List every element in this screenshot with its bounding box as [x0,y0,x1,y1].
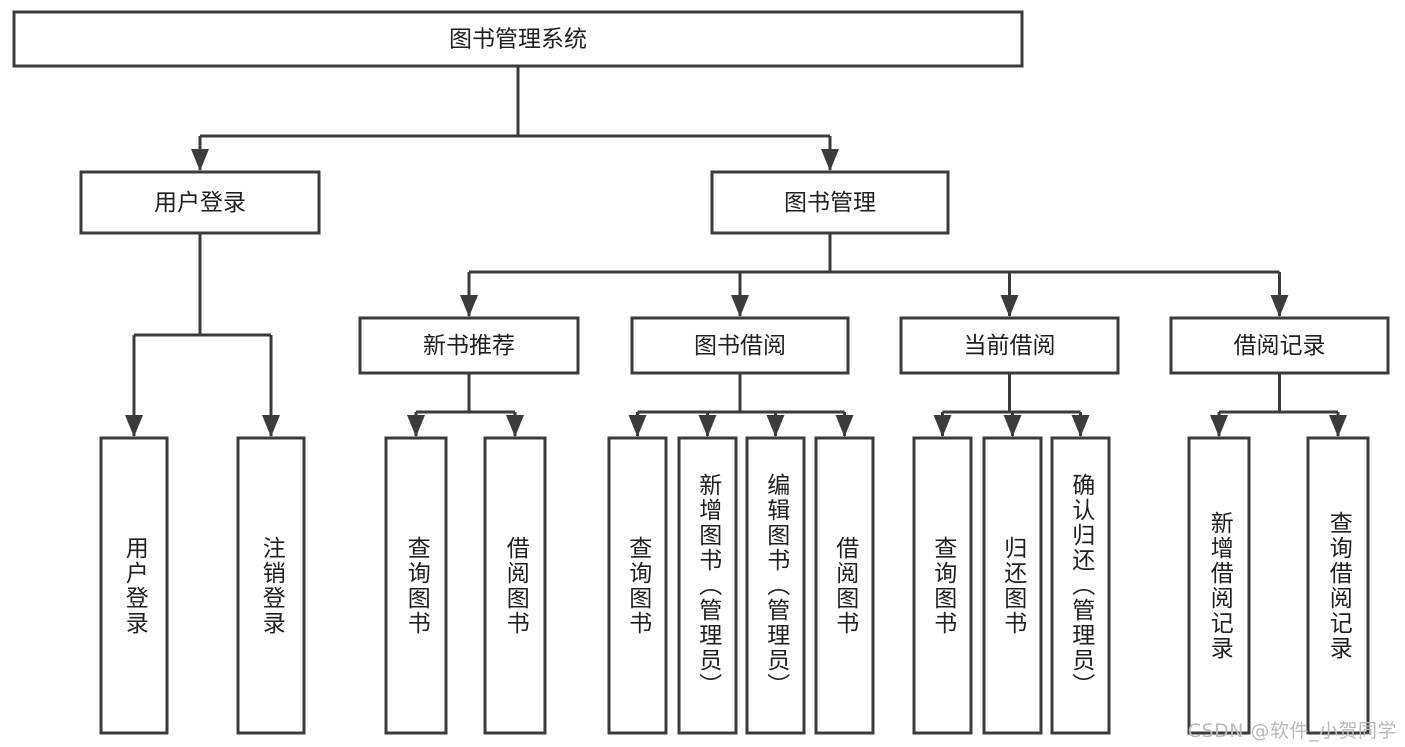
node-label-user-login: 用户登录 [154,190,246,216]
arrow-head-icon-book-manage [821,149,839,171]
node-box-leaf-query-book-2[interactable] [607,436,668,735]
node-box-leaf-query-record[interactable] [1306,436,1370,735]
connector-layer [125,66,1347,437]
node-box-book-borrow[interactable] [630,316,850,375]
arrow-head-icon-leaf-borrow-book-1 [506,415,524,437]
node-box-leaf-user-login[interactable] [99,436,169,735]
node-box-layer [12,10,1390,735]
arrow-head-icon-current-borrow [1000,295,1019,317]
arrow-head-icon-leaf-add-book [698,415,717,437]
node-box-leaf-add-book[interactable] [677,436,738,735]
node-label-new-book-recommend: 新书推荐 [423,333,515,359]
arrow-head-icon-leaf-borrow-book-2 [835,415,854,437]
node-box-leaf-borrow-book-2[interactable] [814,436,875,735]
arrow-head-icon-leaf-user-login [125,415,143,437]
node-box-book-manage[interactable] [710,170,950,235]
node-label-borrow-record: 借阅记录 [1234,333,1326,359]
arrow-head-icon-new-book-recommend [460,295,478,317]
arrow-head-icon-leaf-query-record [1329,415,1347,437]
arrow-head-icon-leaf-query-book-1 [407,415,425,437]
arrow-head-icon-user-login [191,149,209,171]
node-box-leaf-return-book[interactable] [982,436,1043,735]
node-box-new-book-recommend[interactable] [358,316,580,375]
arrow-head-icon-leaf-query-book-3 [933,415,952,437]
node-box-leaf-logout[interactable] [236,436,306,735]
node-box-leaf-query-book-3[interactable] [912,436,973,735]
node-box-leaf-borrow-book-1[interactable] [483,436,547,735]
node-label-book-borrow: 图书借阅 [694,333,786,359]
node-box-leaf-add-record[interactable] [1187,436,1251,735]
arrow-head-icon-leaf-logout [262,415,280,437]
arrow-head-icon-leaf-query-book-2 [628,415,647,437]
node-box-borrow-record[interactable] [1169,316,1390,375]
arrow-head-icon-book-borrow [731,295,749,317]
arrow-head-icon-leaf-confirm-return [1071,415,1090,437]
node-box-leaf-query-book-1[interactable] [384,436,448,735]
node-box-current-borrow[interactable] [899,316,1120,375]
watermark-text: CSDN @软件_小贺同学 [1187,720,1397,742]
node-box-root[interactable] [12,10,1024,68]
node-label-current-borrow: 当前借阅 [964,333,1056,359]
node-label-book-manage: 图书管理 [784,190,876,216]
node-box-user-login[interactable] [79,170,321,235]
arrow-head-icon-leaf-return-book [1003,415,1022,437]
arrow-head-icon-borrow-record [1270,295,1289,317]
arrow-head-icon-leaf-edit-book [766,415,785,437]
node-box-leaf-edit-book[interactable] [745,436,806,735]
node-label-root: 图书管理系统 [449,27,587,53]
node-box-leaf-confirm-return[interactable] [1050,436,1111,735]
arrow-head-icon-leaf-add-record [1210,415,1228,437]
